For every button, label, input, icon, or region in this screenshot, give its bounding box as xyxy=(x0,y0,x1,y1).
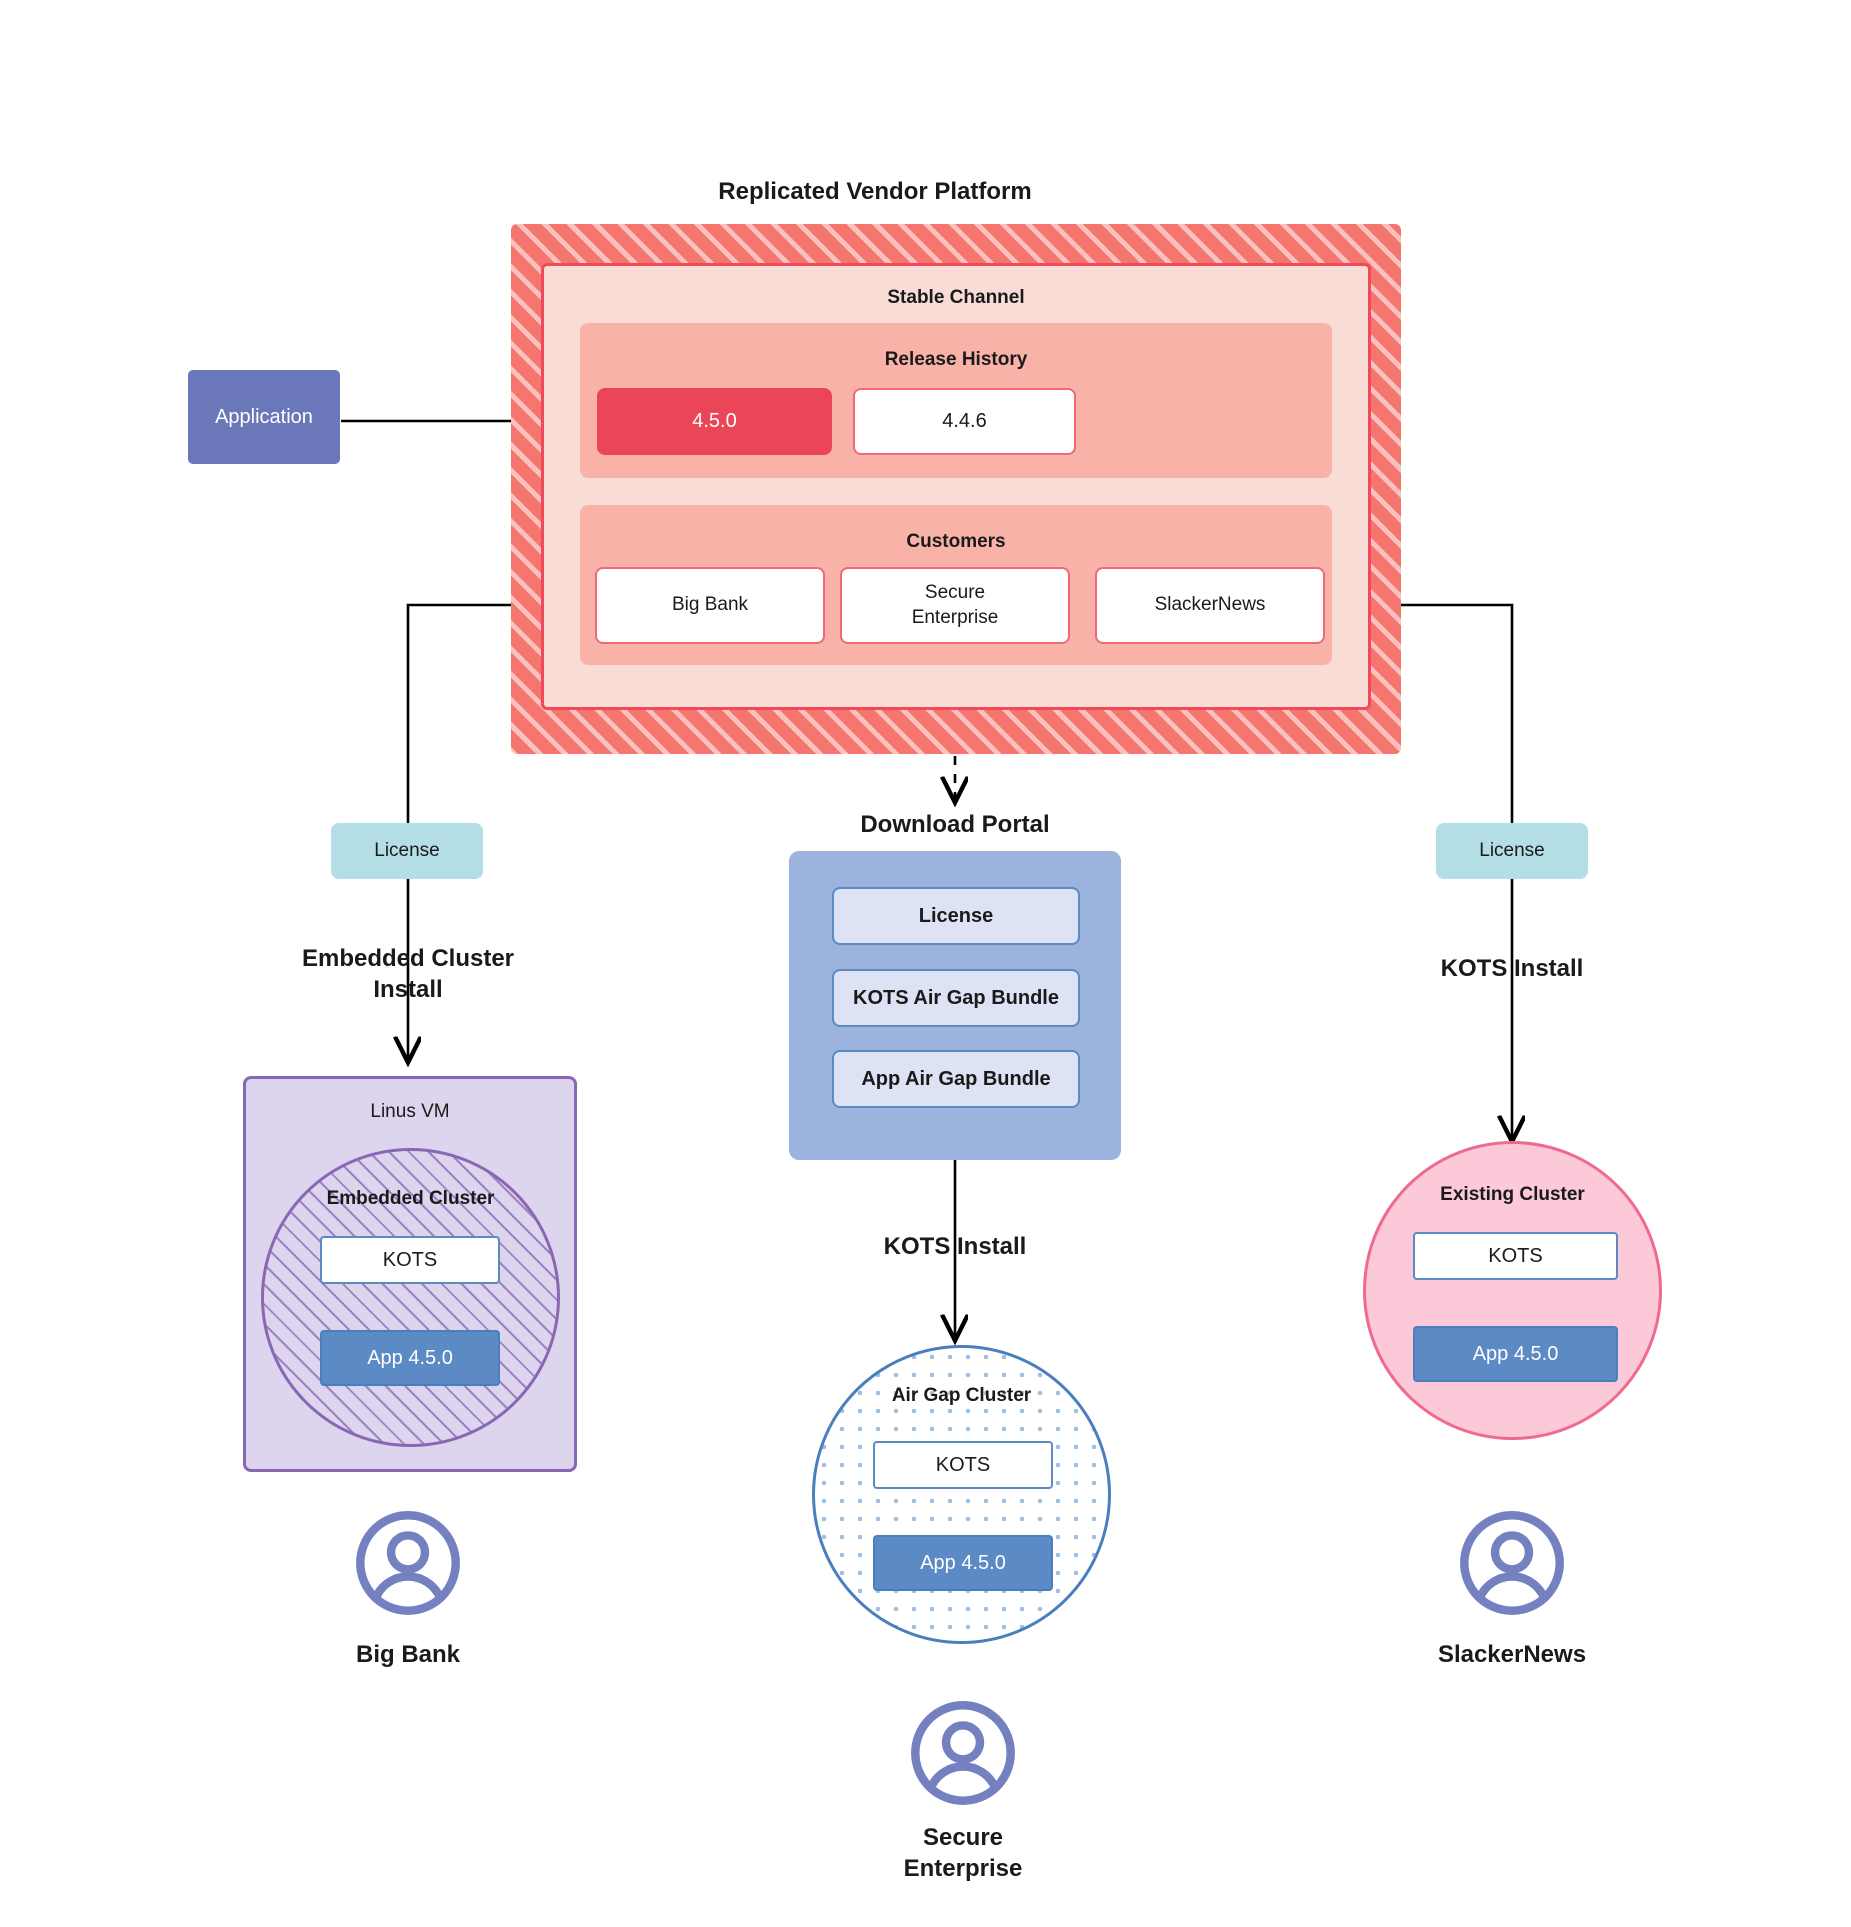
customer-card-big-bank[interactable]: Big Bank xyxy=(595,567,825,644)
release-card-previous[interactable]: 4.4.6 xyxy=(853,388,1076,455)
customer-card-slackernews[interactable]: SlackerNews xyxy=(1095,567,1325,644)
license-node-left[interactable]: License xyxy=(331,823,483,879)
download-portal-title: Download Portal xyxy=(860,811,1050,838)
flow-label-embedded-cluster-install: Embedded Cluster Install xyxy=(301,945,515,1003)
customer-card-secure-enterprise[interactable]: Secure Enterprise xyxy=(840,567,1070,644)
kots-node-air-gap[interactable]: KOTS xyxy=(873,1441,1053,1489)
persona-name-big-bank: Big Bank xyxy=(355,1640,460,1668)
persona-name-secure-enterprise: Secure Enterprise xyxy=(903,1824,1023,1882)
app-node-existing[interactable]: App 4.5.0 xyxy=(1413,1326,1618,1382)
air-gap-cluster-label: Air Gap Cluster xyxy=(891,1385,1032,1406)
embedded-cluster-circle xyxy=(261,1148,560,1447)
user-avatar-icon xyxy=(356,1511,460,1615)
kots-node-embedded[interactable]: KOTS xyxy=(320,1236,500,1284)
avatar xyxy=(910,1700,1016,1806)
persona-name-slackernews: SlackerNews xyxy=(1437,1640,1587,1668)
avatar xyxy=(355,1510,461,1616)
portal-item-kots-air-gap-bundle[interactable]: KOTS Air Gap Bundle xyxy=(832,969,1080,1027)
existing-cluster-label: Existing Cluster xyxy=(1440,1184,1585,1205)
application-node[interactable]: Application xyxy=(188,370,340,464)
release-card-current[interactable]: 4.5.0 xyxy=(597,388,832,455)
portal-item-app-air-gap-bundle[interactable]: App Air Gap Bundle xyxy=(832,1050,1080,1108)
license-node-right[interactable]: License xyxy=(1436,823,1588,879)
stable-channel-label: Stable Channel xyxy=(887,287,1025,308)
existing-cluster-circle xyxy=(1363,1141,1662,1440)
app-node-embedded[interactable]: App 4.5.0 xyxy=(320,1330,500,1386)
kots-node-existing[interactable]: KOTS xyxy=(1413,1232,1618,1280)
flow-label-kots-install-right: KOTS Install xyxy=(1440,954,1584,982)
linus-vm-label: Linus VM xyxy=(370,1101,450,1122)
portal-item-license[interactable]: License xyxy=(832,887,1080,945)
embedded-cluster-label: Embedded Cluster xyxy=(326,1188,495,1209)
user-avatar-icon xyxy=(911,1701,1015,1805)
app-node-air-gap[interactable]: App 4.5.0 xyxy=(873,1535,1053,1591)
page-title: Replicated Vendor Platform xyxy=(718,178,1032,205)
avatar xyxy=(1459,1510,1565,1616)
air-gap-cluster-circle xyxy=(812,1345,1111,1644)
flow-label-kots-install-center: KOTS Install xyxy=(883,1232,1027,1260)
user-avatar-icon xyxy=(1460,1511,1564,1615)
customers-label: Customers xyxy=(906,531,1006,552)
release-history-label: Release History xyxy=(884,349,1028,370)
